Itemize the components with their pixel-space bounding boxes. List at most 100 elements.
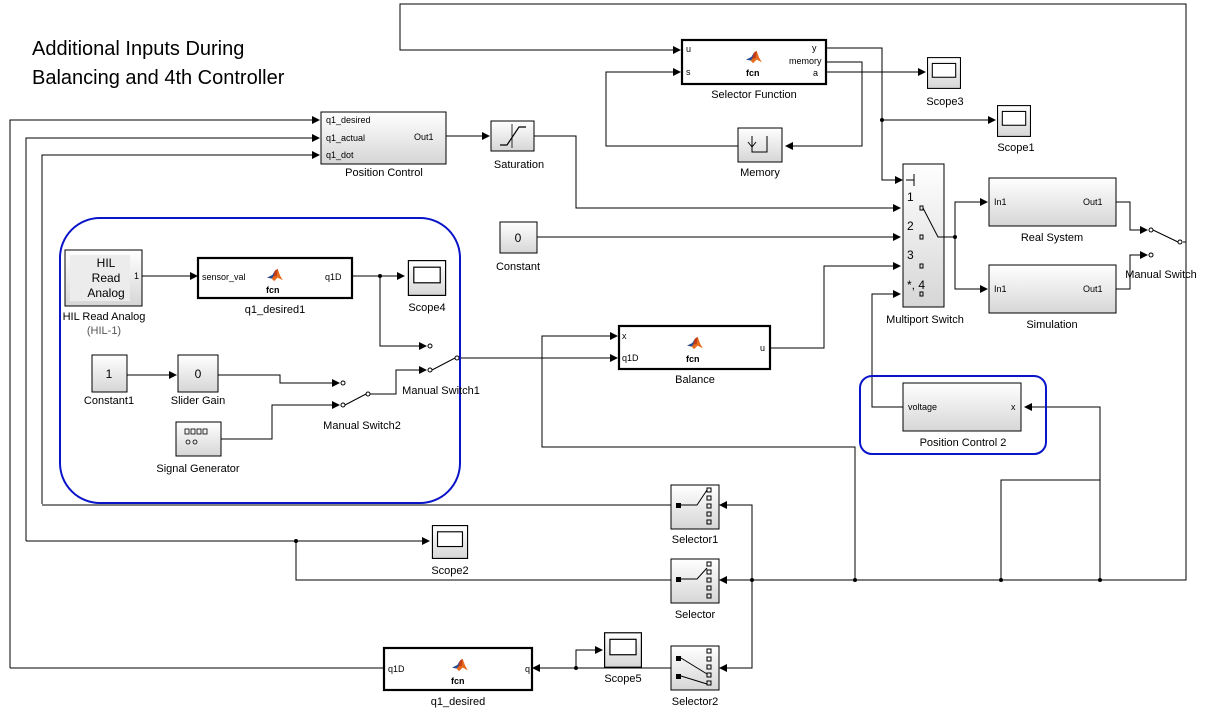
selector-function-label: Selector Function xyxy=(711,89,797,101)
svg-text:Signal Generator: Signal Generator xyxy=(156,463,239,475)
highlight-region-position-control-2 xyxy=(859,375,1047,455)
svg-text:Scope1: Scope1 xyxy=(997,142,1034,154)
saturation-block[interactable]: Saturation xyxy=(490,120,544,171)
svg-text:x: x xyxy=(1011,402,1016,412)
scope-icon xyxy=(997,105,1031,137)
svg-text:HIL: HIL xyxy=(97,256,116,270)
svg-text:fcn: fcn xyxy=(266,285,280,295)
svg-text:Memory: Memory xyxy=(740,167,780,179)
svg-text:Constant1: Constant1 xyxy=(84,395,134,407)
memory-icon xyxy=(751,136,768,153)
svg-text:1: 1 xyxy=(106,367,113,381)
svg-text:memory: memory xyxy=(789,56,822,66)
manual-switch2-block[interactable]: Manual Switch2 xyxy=(323,380,401,432)
svg-text:Scope3: Scope3 xyxy=(926,96,963,108)
simulation-block[interactable]: In1 Out1 Simulation xyxy=(988,264,1117,331)
svg-text:In1: In1 xyxy=(994,197,1007,207)
svg-text:Analog: Analog xyxy=(87,286,124,300)
svg-text:q1_actual: q1_actual xyxy=(326,133,365,143)
svg-text:q1_dot: q1_dot xyxy=(326,150,354,160)
svg-text:Selector2: Selector2 xyxy=(672,696,718,708)
slider-gain-block[interactable]: 0 Slider Gain xyxy=(171,354,225,407)
svg-text:Manual Switch1: Manual Switch1 xyxy=(402,385,480,397)
annotation-line-2: Balancing and 4th Controller xyxy=(32,67,285,89)
svg-text:q1_desired: q1_desired xyxy=(431,696,485,708)
scope5-block[interactable]: Scope5 xyxy=(604,632,642,685)
svg-text:q1D: q1D xyxy=(325,272,342,282)
manual-switch-block[interactable]: Manual Switch xyxy=(1125,227,1197,281)
scope1-block[interactable]: Scope1 xyxy=(997,105,1035,154)
scope4-block[interactable]: Scope4 xyxy=(407,260,447,314)
svg-text:Constant: Constant xyxy=(496,261,540,273)
selector1-block[interactable]: Selector1 xyxy=(670,484,720,546)
svg-text:Scope5: Scope5 xyxy=(604,673,641,685)
svg-text:Selector: Selector xyxy=(675,609,716,621)
q1-desired1-block[interactable]: sensor_val q1D fcn q1_desired1 xyxy=(196,256,354,316)
svg-text:a: a xyxy=(813,68,818,78)
svg-text:2: 2 xyxy=(907,219,914,233)
svg-text:Out1: Out1 xyxy=(1083,197,1103,207)
svg-text:q: q xyxy=(525,664,530,674)
svg-text:HIL Read Analog: HIL Read Analog xyxy=(63,311,146,323)
svg-text:Real System: Real System xyxy=(1021,232,1083,244)
wires xyxy=(9,3,1187,672)
svg-text:0: 0 xyxy=(195,367,202,381)
svg-text:q1_desired: q1_desired xyxy=(326,115,371,125)
scope2-block[interactable]: Scope2 xyxy=(431,525,469,577)
svg-text:Multiport Switch: Multiport Switch xyxy=(886,314,964,326)
manual-switch1-block[interactable]: Manual Switch1 xyxy=(402,343,480,397)
svg-text:Read: Read xyxy=(92,271,121,285)
balance-block[interactable]: x q1D u fcn Balance xyxy=(617,324,772,386)
svg-text:1: 1 xyxy=(907,190,914,204)
svg-text:In1: In1 xyxy=(994,284,1007,294)
svg-text:fcn: fcn xyxy=(451,676,465,686)
signal-generator-block[interactable]: Signal Generator xyxy=(156,421,240,475)
scope-icon xyxy=(407,260,447,296)
constant-block[interactable]: 0 Constant xyxy=(496,221,540,273)
svg-text:Scope2: Scope2 xyxy=(431,565,468,577)
highlight-region-inputs xyxy=(59,217,461,504)
svg-text:Simulation: Simulation xyxy=(1026,319,1077,331)
hil-read-analog-block[interactable]: HIL Read Analog 1 HIL Read Analog (HIL-1… xyxy=(63,249,146,337)
svg-text:y: y xyxy=(812,43,817,53)
multiport-switch-block[interactable]: 1 2 3 *, 4 Multiport Switch xyxy=(886,163,964,326)
constant1-block[interactable]: 1 Constant1 xyxy=(84,354,134,407)
position-control-block[interactable]: q1_desired q1_actual q1_dot Out1 Positio… xyxy=(320,111,447,179)
svg-text:Manual Switch: Manual Switch xyxy=(1125,269,1197,281)
saturation-icon xyxy=(500,126,526,146)
svg-text:s: s xyxy=(686,67,691,77)
svg-text:Saturation: Saturation xyxy=(494,159,544,171)
svg-text:u: u xyxy=(686,44,691,54)
svg-text:voltage: voltage xyxy=(908,402,937,412)
scope3-block[interactable]: Scope3 xyxy=(926,57,964,108)
annotation-line-1: Additional Inputs During xyxy=(32,38,244,60)
svg-text:fcn: fcn xyxy=(686,354,700,364)
svg-text:Out1: Out1 xyxy=(414,132,434,142)
svg-text:Selector1: Selector1 xyxy=(672,534,718,546)
svg-text:q1_desired1: q1_desired1 xyxy=(245,304,306,316)
svg-text:*, 4: *, 4 xyxy=(907,278,925,292)
selector2-block[interactable]: Selector2 xyxy=(670,645,720,708)
svg-text:sensor_val: sensor_val xyxy=(202,272,246,282)
svg-text:Slider Gain: Slider Gain xyxy=(171,395,225,407)
scope-icon xyxy=(604,632,642,668)
memory-block[interactable]: Memory xyxy=(737,127,783,179)
q1-desired-block[interactable]: q1D q fcn q1_desired xyxy=(382,646,534,708)
svg-text:0: 0 xyxy=(515,231,522,245)
svg-text:1: 1 xyxy=(134,271,139,281)
position-control-2-block[interactable]: voltage x Position Control 2 xyxy=(902,382,1022,449)
selector-function-block[interactable]: u s y memory a fcn Selector Function xyxy=(680,38,828,101)
svg-text:x: x xyxy=(622,331,627,341)
scope-icon xyxy=(431,525,469,559)
svg-text:Position Control: Position Control xyxy=(345,167,423,179)
svg-text:Balance: Balance xyxy=(675,374,715,386)
svg-text:Scope4: Scope4 xyxy=(408,302,445,314)
svg-text:u: u xyxy=(760,343,765,353)
real-system-block[interactable]: In1 Out1 Real System xyxy=(988,177,1117,244)
scope-icon xyxy=(927,57,961,89)
svg-text:Out1: Out1 xyxy=(1083,284,1103,294)
svg-text:q1D: q1D xyxy=(622,353,639,363)
svg-text:fcn: fcn xyxy=(746,68,760,78)
selector-block[interactable]: Selector xyxy=(670,558,720,621)
